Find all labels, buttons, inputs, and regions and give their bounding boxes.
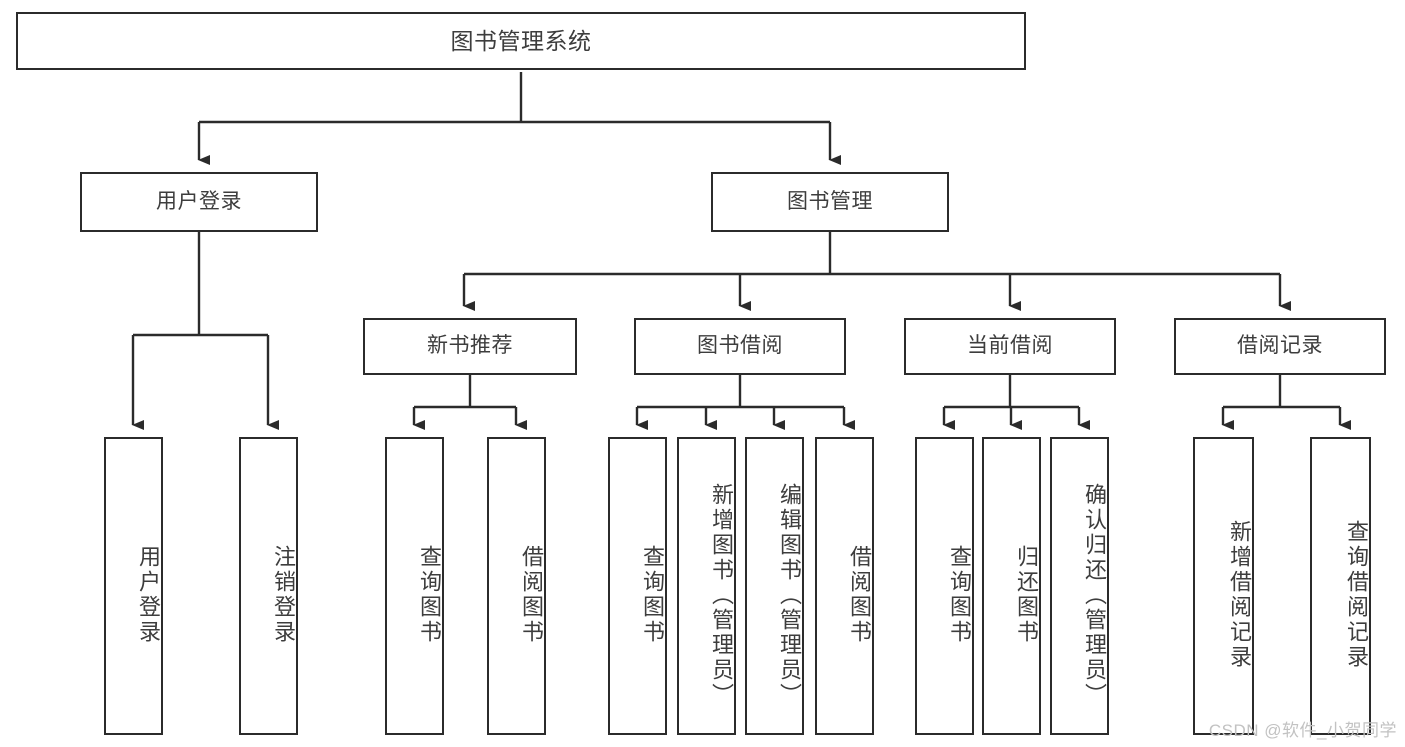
leaf-user-login-login[interactable]: 用户登录 [104, 437, 163, 735]
leaf-current-borrow-return-book[interactable]: 归还图书 [982, 437, 1041, 735]
leaf-book-borrow-edit-book-admin[interactable]: 编辑图书（管理员） [745, 437, 804, 735]
leaf-user-login-logout[interactable]: 注销登录 [239, 437, 298, 735]
node-root-book-management-system[interactable]: 图书管理系统 [16, 12, 1026, 70]
csdn-watermark: CSDN @软件_小贺同学 [1208, 721, 1397, 740]
leaf-book-borrow-query-book[interactable]: 查询图书 [608, 437, 667, 735]
node-book-management[interactable]: 图书管理 [711, 172, 949, 232]
leaf-new-book-query-book[interactable]: 查询图书 [385, 437, 444, 735]
leaf-book-borrow-add-book-admin[interactable]: 新增图书（管理员） [677, 437, 736, 735]
leaf-book-borrow-borrow-book[interactable]: 借阅图书 [815, 437, 874, 735]
leaf-current-borrow-confirm-return-admin[interactable]: 确认归还（管理员） [1050, 437, 1109, 735]
node-current-borrow[interactable]: 当前借阅 [904, 318, 1116, 375]
node-user-login[interactable]: 用户登录 [80, 172, 318, 232]
leaf-current-borrow-query-book[interactable]: 查询图书 [915, 437, 974, 735]
node-new-book-recommend[interactable]: 新书推荐 [363, 318, 577, 375]
node-borrow-record[interactable]: 借阅记录 [1174, 318, 1386, 375]
node-book-borrow[interactable]: 图书借阅 [634, 318, 846, 375]
leaf-borrow-record-query-record[interactable]: 查询借阅记录 [1310, 437, 1371, 735]
leaf-borrow-record-add-record[interactable]: 新增借阅记录 [1193, 437, 1254, 735]
leaf-new-book-borrow-book[interactable]: 借阅图书 [487, 437, 546, 735]
